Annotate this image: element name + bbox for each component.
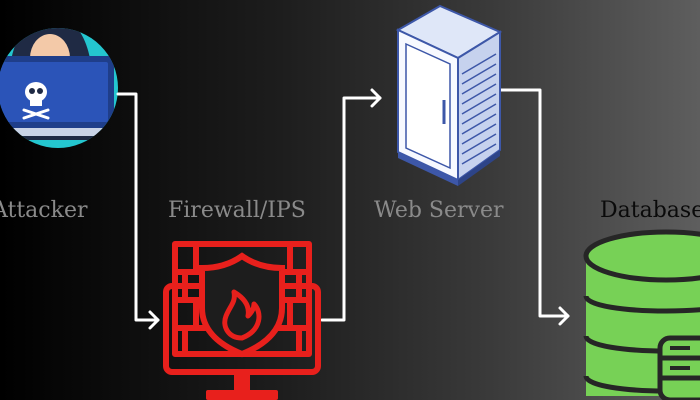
node-label-attacker: Attacker: [0, 198, 88, 223]
node-label-web-server: Web Server: [374, 198, 504, 223]
database-cylinder-icon: [583, 229, 700, 400]
firewall-flame-monitor-icon: [163, 241, 321, 400]
server-rack-icon: [395, 4, 503, 186]
hooded-hacker-laptop-icon: [0, 28, 118, 148]
node-label-firewall: Firewall/IPS: [168, 198, 306, 223]
node-label-database: Database: [600, 198, 700, 223]
arrow-firewall-to-webserver: [320, 88, 382, 322]
arrow-attacker-to-firewall: [116, 92, 160, 330]
arrow-webserver-to-database: [498, 88, 570, 326]
